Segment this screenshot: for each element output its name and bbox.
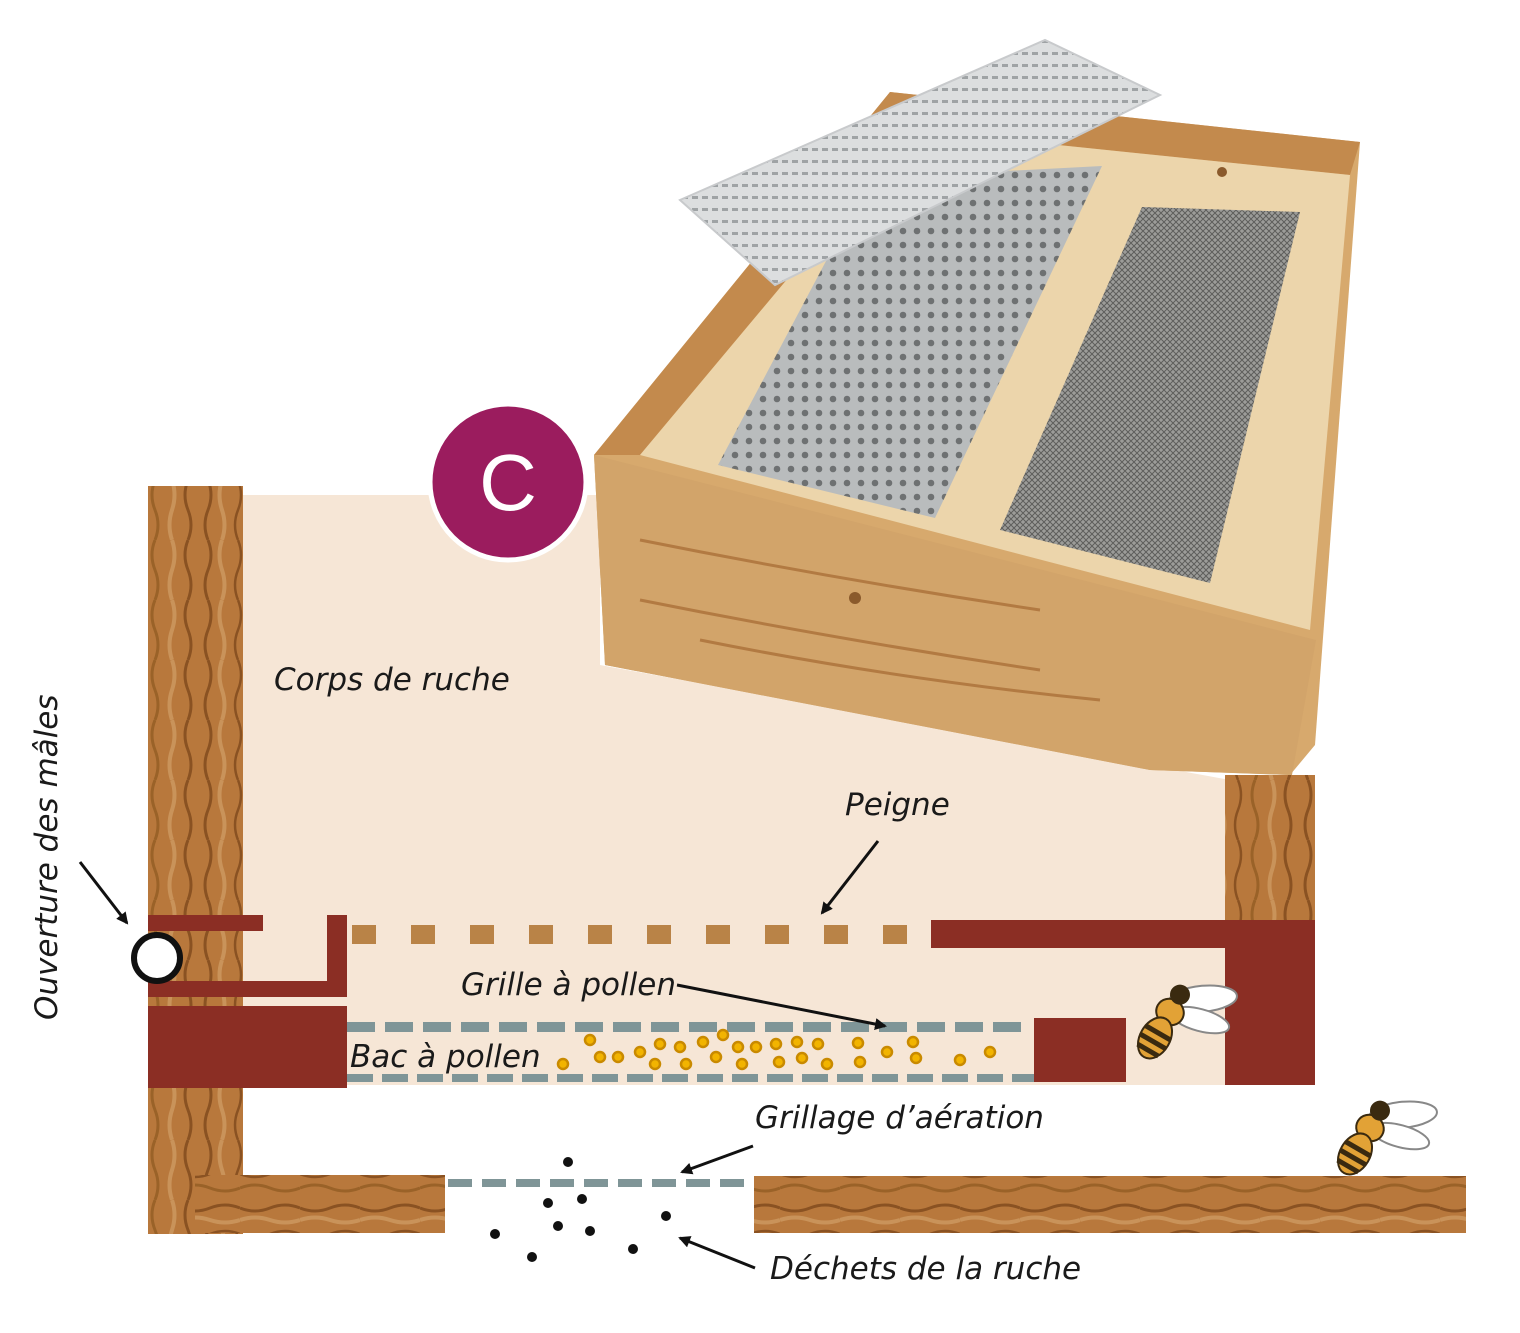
pollen-trap-frame <box>148 915 1315 1088</box>
label-peigne: Peigne <box>845 787 950 823</box>
bottom-board-left <box>195 1175 445 1233</box>
arrow-icon <box>78 861 129 925</box>
arrow-icon <box>676 983 887 1030</box>
label-grillage-aeration: Grillage d’aération <box>755 1100 1044 1136</box>
comb-dashes <box>352 925 907 944</box>
bee-icon <box>1136 984 1238 1060</box>
waste-particles <box>490 1157 671 1262</box>
arrows <box>78 840 887 1270</box>
arrow-icon <box>678 1236 756 1270</box>
bee-icon <box>1336 1100 1438 1176</box>
hive-box-photo <box>594 38 1360 775</box>
circle-opening-icon <box>131 932 183 984</box>
left-wall <box>148 486 243 1234</box>
bottom-board-right <box>754 1176 1466 1233</box>
badge-letter: C <box>479 438 537 527</box>
label-dechets: Déchets de la ruche <box>770 1251 1081 1287</box>
label-bac-a-pollen: Bac à pollen <box>350 1039 541 1075</box>
label-grille-a-pollen: Grille à pollen <box>461 967 676 1003</box>
arrow-icon <box>820 840 880 915</box>
badge-circle <box>427 401 589 563</box>
label-ouverture-des-males: Ouverture des mâles <box>29 695 65 1020</box>
right-wall <box>1225 775 1315 925</box>
pollen-grains <box>556 1028 997 1071</box>
arrow-icon <box>680 1144 754 1175</box>
label-corps-de-ruche: Corps de ruche <box>274 662 510 698</box>
